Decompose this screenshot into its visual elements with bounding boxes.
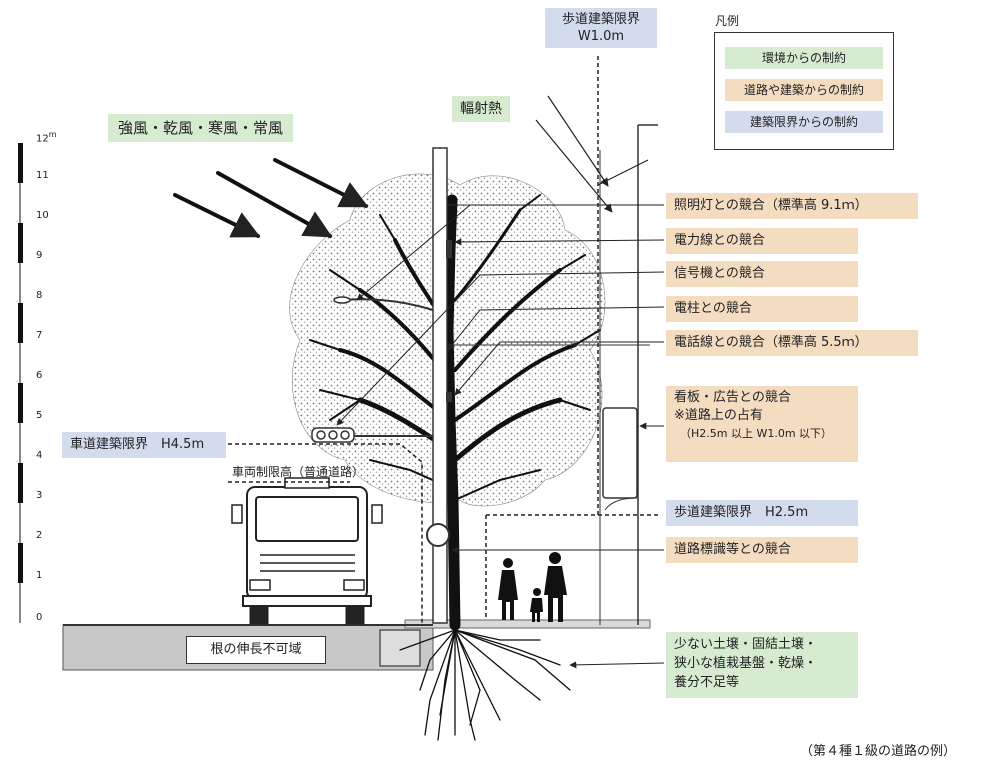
soil-line-1: 少ない土壌・固結土壌・ <box>674 637 818 652</box>
height-scale <box>18 143 23 623</box>
sidewalk-height-limit-label: 歩道建築限界 H2.5m <box>666 500 858 526</box>
roadway-height-limit-label: 車道建築限界 H4.5m <box>62 432 226 458</box>
street-lamp <box>333 296 351 304</box>
wind-label: 強風・乾風・寒風・常風 <box>108 114 294 142</box>
scale-tick-11: 11 <box>36 170 49 181</box>
pedestrians <box>498 552 567 622</box>
road-sign-conflict-label: 道路標識等との競合 <box>666 537 858 563</box>
sidewalk-width-limit-value: W1.0m <box>577 29 625 44</box>
label-street-light-conflict: 照明灯との競合（標準高 9.1ｍ） <box>666 193 918 219</box>
scale-tick-3: 3 <box>36 490 43 501</box>
scale-tick-0: 0 <box>36 612 43 623</box>
scale-tick-6: 6 <box>36 370 43 381</box>
root-restricted-zone-label: 根の伸長不可域 <box>186 636 326 664</box>
legend-item-environment: 環境からの制約 <box>725 47 883 69</box>
legend: 凡例 環境からの制約 道路や建築からの制約 建築限界からの制約 <box>714 14 894 150</box>
wind-arrows <box>173 158 369 238</box>
scale-tick-8: 8 <box>36 290 43 301</box>
scale-tick-5: 5 <box>36 410 43 421</box>
radiant-heat-label: 輻射熱 <box>452 96 510 122</box>
heat-arrows <box>535 95 649 213</box>
scale-tick-9: 9 <box>36 250 43 261</box>
street-light <box>344 298 434 311</box>
sidewalk-width-limit-title: 歩道建築限界 <box>561 12 640 27</box>
legend-item-clearance: 建築限界からの制約 <box>725 111 883 133</box>
label-traffic-signal-conflict: 信号機との競合 <box>666 261 858 287</box>
signboard-conflict-label: 看板・広告との競合 ※道路上の占有 （H2.5m 以上 W1.0m 以下） <box>666 386 858 462</box>
roots <box>399 627 571 741</box>
clearance-lines <box>228 56 660 625</box>
truck <box>231 477 383 625</box>
legend-item-road-building: 道路や建築からの制約 <box>725 79 883 101</box>
signboard-title: 看板・広告との競合 <box>674 390 791 405</box>
soil-line-3: 養分不足等 <box>674 675 740 690</box>
scale-tick-2: 2 <box>36 530 43 541</box>
road-sign <box>426 523 450 547</box>
label-power-line-conflict: 電力線との競合 <box>666 228 858 254</box>
soil-conditions-label: 少ない土壌・固結土壌・ 狭小な植栽基盤・乾燥・ 養分不足等 <box>666 632 858 698</box>
sidewalk-width-limit-label: 歩道建築限界 W1.0m <box>545 8 657 48</box>
soil-line-2: 狭小な植栽基盤・乾燥・ <box>674 656 818 671</box>
scale-tick-1: 1 <box>36 570 43 581</box>
signboard <box>602 407 638 499</box>
label-pole-conflict: 電柱との競合 <box>666 296 858 322</box>
vehicle-height-limit-label: 車両制限高（普通道路） <box>232 465 365 479</box>
figure-caption: （第４種１級の道路の例） <box>800 744 957 759</box>
scale-tick-4: 4 <box>36 450 43 461</box>
leader-lines <box>336 204 665 669</box>
legend-title: 凡例 <box>715 14 740 28</box>
traffic-signal <box>311 427 433 443</box>
utility-pole <box>432 147 650 624</box>
scale-tick-10: 10 <box>36 210 49 221</box>
building <box>599 124 658 625</box>
ground <box>62 619 651 671</box>
label-phone-line-conflict: 電話線との競合（標準高 5.5ｍ） <box>666 330 918 356</box>
scale-tick-12: 12m <box>36 130 57 145</box>
scale-tick-7: 7 <box>36 330 43 341</box>
signboard-note: ※道路上の占有 <box>674 408 763 423</box>
signboard-dimension: （H2.5m 以上 W1.0m 以下） <box>680 427 833 440</box>
